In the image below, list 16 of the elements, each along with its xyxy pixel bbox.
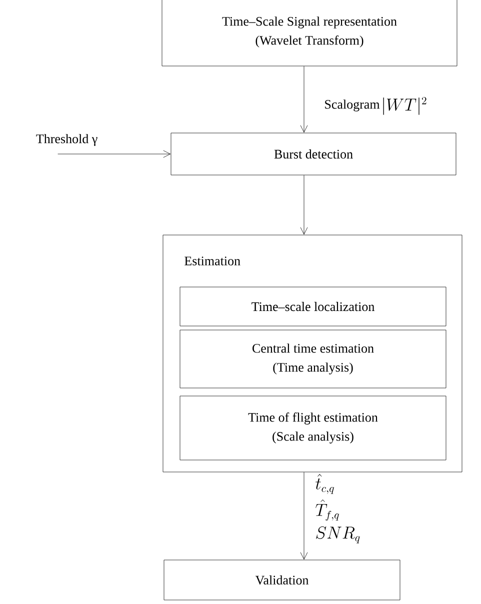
- process-box: Time–Scale Signal representation (Wavelet Transform): [162, 0, 458, 66]
- arrow: [58, 150, 171, 158]
- math-label: $\hat{t}_{c,q}$: [316, 474, 334, 494]
- math-label: $|WT|^2$: [383, 96, 426, 115]
- edge-label: Scalogram: [325, 100, 380, 112]
- process-box: Validation: [164, 560, 400, 600]
- process-box: Time of flight estimation (Scale analysis): [180, 396, 446, 460]
- process-box: Central time estimation (Time analysis): [180, 330, 446, 388]
- arrow: [300, 66, 308, 133]
- process-box: Burst detection: [170, 132, 456, 176]
- math-label: $SNR_q$: [316, 526, 360, 544]
- arrow: [300, 175, 308, 235]
- math-label: $\hat{T}_{f,q}$: [316, 499, 339, 521]
- edge-label: Threshold γ: [36, 134, 98, 146]
- arrow: [300, 472, 308, 560]
- process-box: Time–scale localization: [180, 286, 446, 326]
